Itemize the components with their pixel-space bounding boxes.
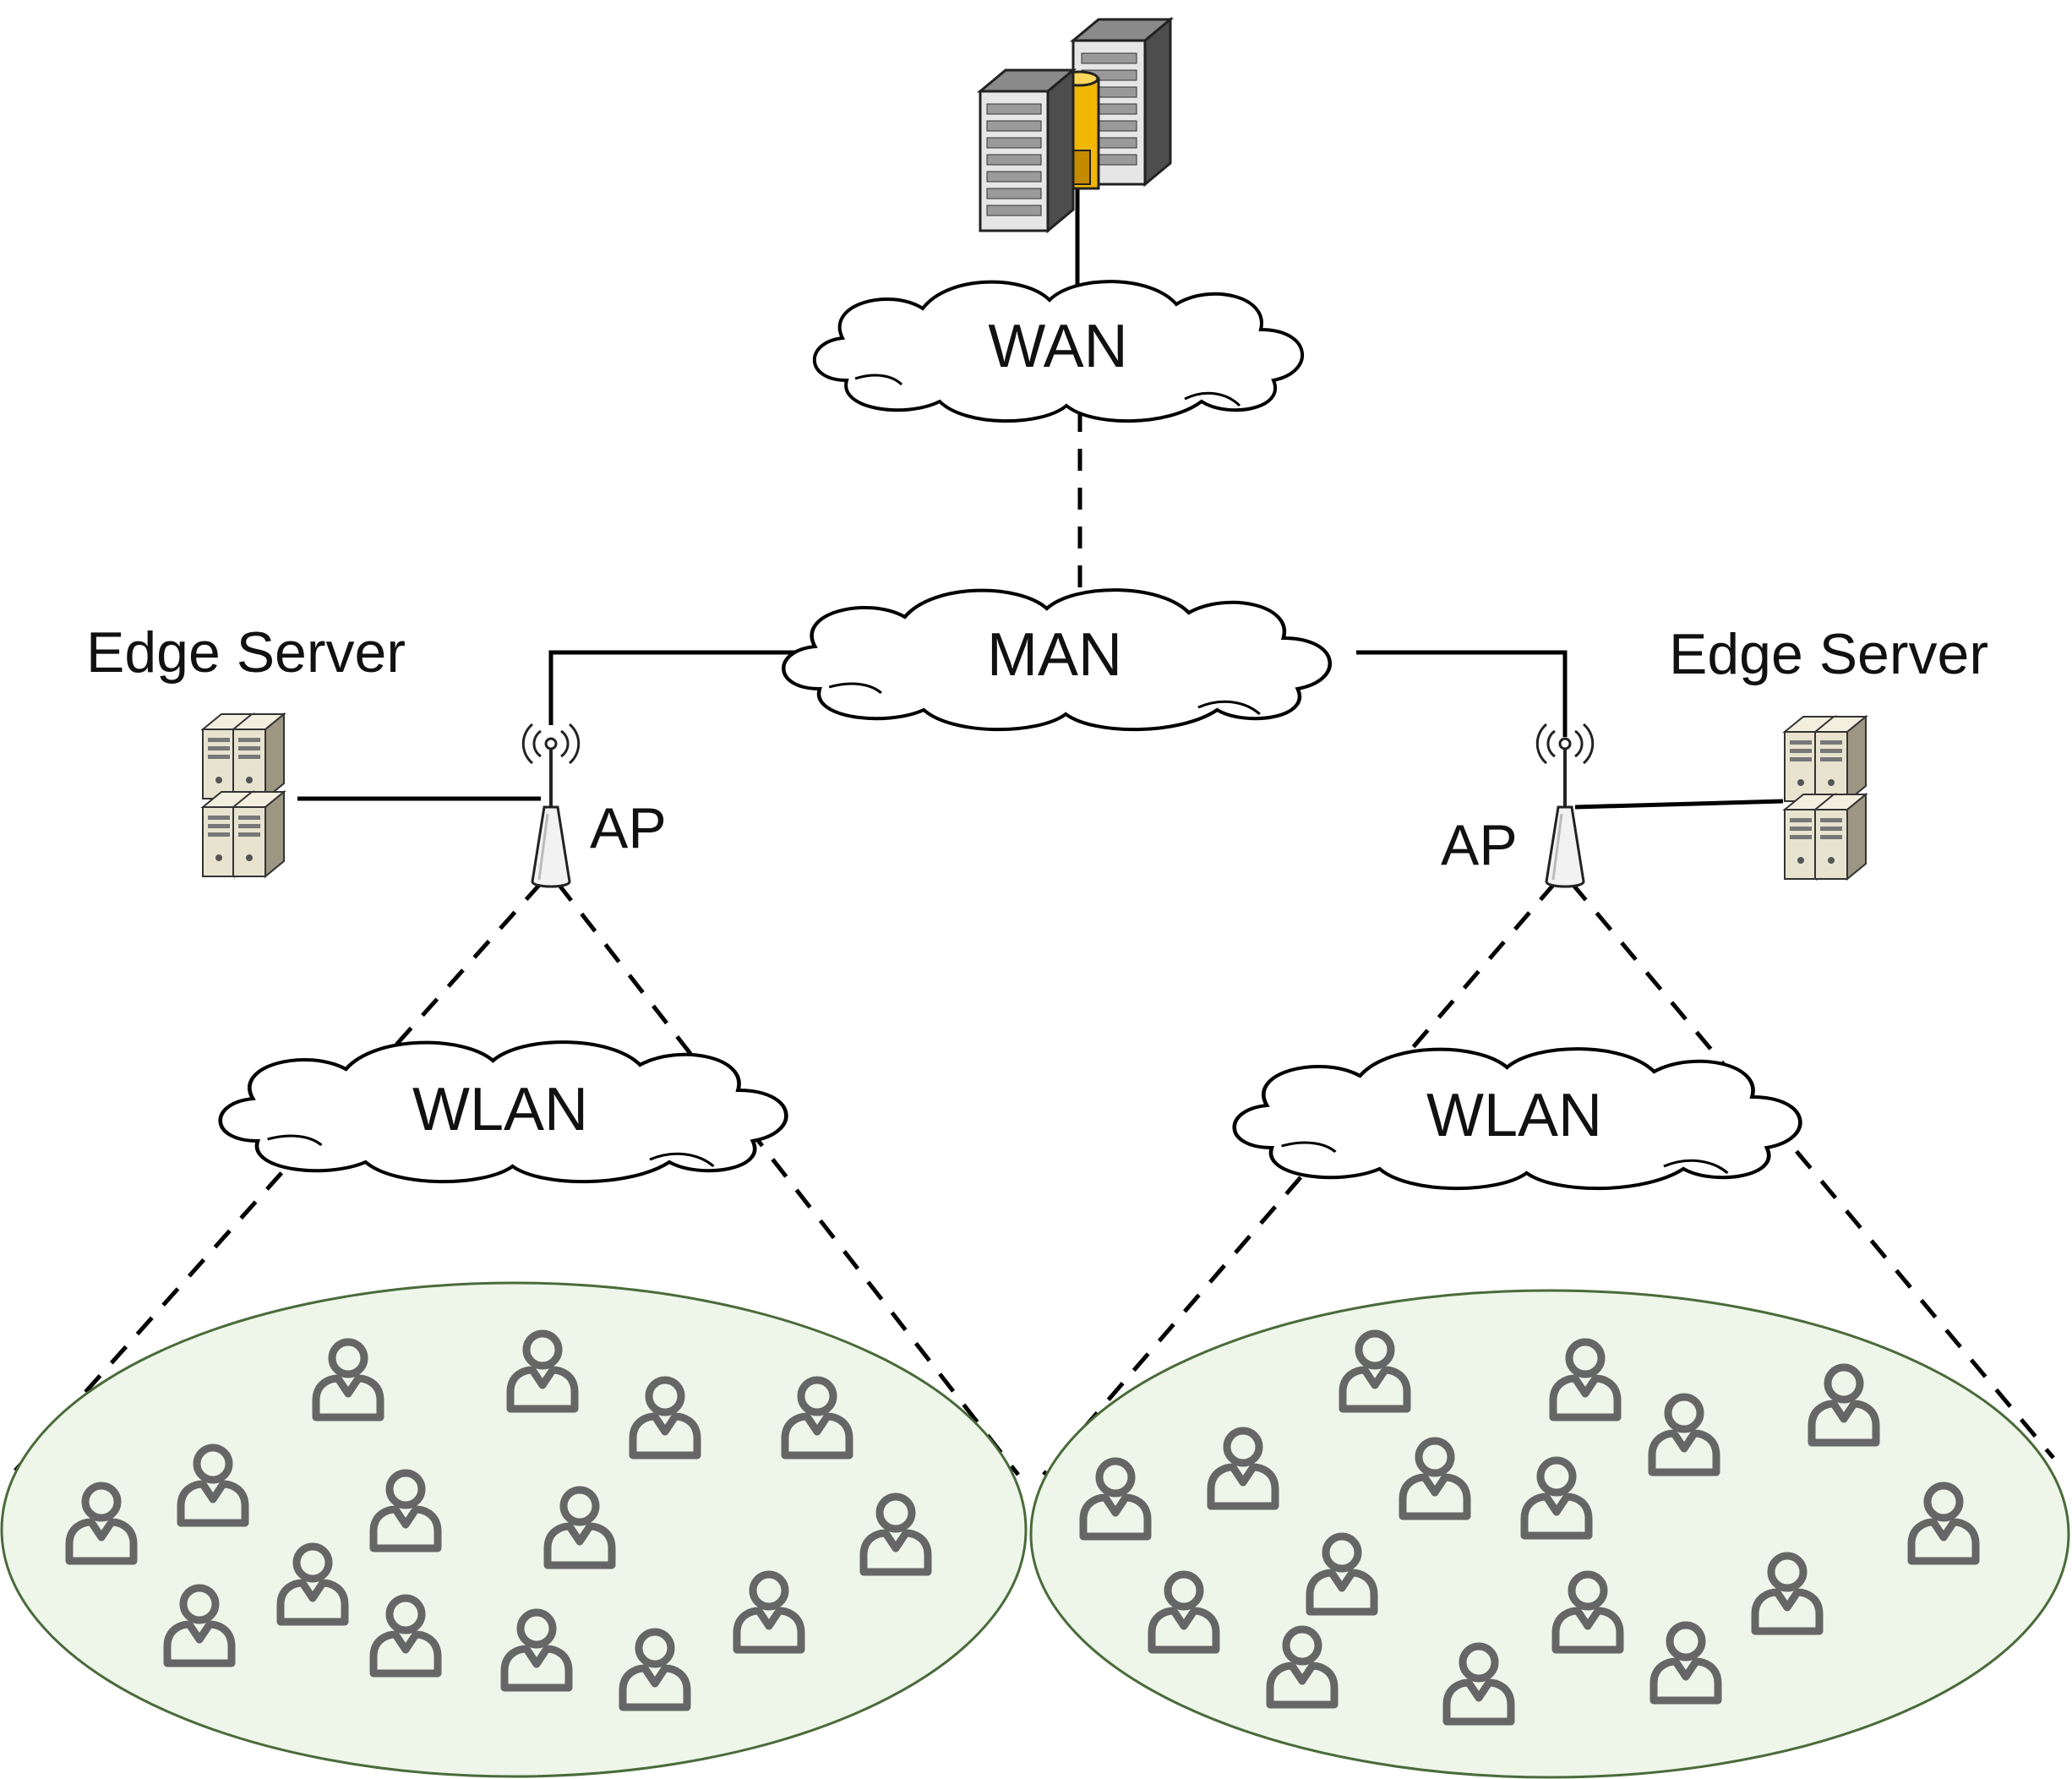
access-point-left-icon (521, 723, 581, 888)
edge-server-left-label: Edge Server (86, 620, 406, 685)
wlan-right-label: WLAN (1426, 1082, 1602, 1149)
ap-right-label: AP (1441, 813, 1518, 877)
man-label: MAN (987, 621, 1122, 689)
links (14, 161, 2055, 1476)
wan-cloud: WAN (812, 280, 1305, 423)
edge-server-right-icon (1784, 716, 1867, 880)
wan-label: WAN (988, 313, 1127, 380)
ap-left-label: AP (590, 796, 667, 860)
edge-server-left-icon (202, 713, 285, 877)
edge-server-right-label: Edge Server (1669, 622, 1988, 686)
wlan-left-label: WLAN (412, 1076, 588, 1143)
cloud-datacenter-icon (976, 16, 1175, 234)
left-user-region (0, 1281, 1028, 1778)
